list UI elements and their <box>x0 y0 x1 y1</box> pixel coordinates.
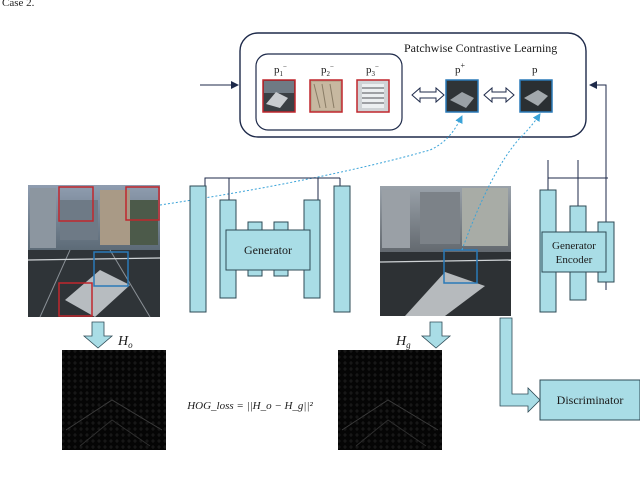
generated-to-discriminator-arrow <box>499 317 541 413</box>
negative-patch-label-1: p1− <box>274 63 287 78</box>
contrastive-title: Patchwise Contrastive Learning <box>404 41 557 55</box>
original-hog-arrow <box>82 321 114 349</box>
negative-patch-label-2: p2− <box>321 63 334 78</box>
generated-to-query-connector <box>461 113 541 251</box>
query-patch-label: p <box>532 64 538 76</box>
query-patch <box>519 79 553 113</box>
positive-patch <box>445 79 479 113</box>
generator-encoder-network <box>539 160 615 313</box>
negative-patch-3 <box>356 79 390 113</box>
negative-patch-1 <box>262 79 296 113</box>
original-hog-map <box>62 350 166 450</box>
encoder-label-line1: Generator <box>552 240 596 252</box>
hog-loss-equation: HOG_loss = ||H_o − H_g||² <box>186 400 313 412</box>
generated-hog-arrow <box>420 321 452 349</box>
encoder-label-line2: Encoder <box>556 254 593 266</box>
generator-label: Generator <box>244 243 292 257</box>
generated-hog-map <box>338 350 442 450</box>
generated-hog-label: Hg <box>395 334 411 350</box>
original-patch-blue <box>93 251 129 287</box>
original-patch-red-3 <box>58 282 93 317</box>
generated-image <box>379 186 512 316</box>
generator-network <box>189 177 351 313</box>
top-text-fragment: Case 2. <box>2 0 35 9</box>
discriminator-label: Discriminator <box>557 393 624 407</box>
original-patch-red-1 <box>58 186 94 222</box>
negative-patch-label-3: p3− <box>366 63 379 78</box>
negative-positive-double-arrow <box>411 86 445 104</box>
original-hog-label: Ho <box>117 334 133 350</box>
original-image <box>27 185 161 318</box>
negative-patch-2 <box>309 79 343 113</box>
generated-patch-blue <box>443 249 478 284</box>
original-to-positive-connector <box>159 115 463 206</box>
positive-patch-label: p+ <box>455 61 466 76</box>
discriminator-box <box>539 379 640 421</box>
positive-query-double-arrow <box>483 86 515 104</box>
original-patch-red-2 <box>125 186 160 221</box>
